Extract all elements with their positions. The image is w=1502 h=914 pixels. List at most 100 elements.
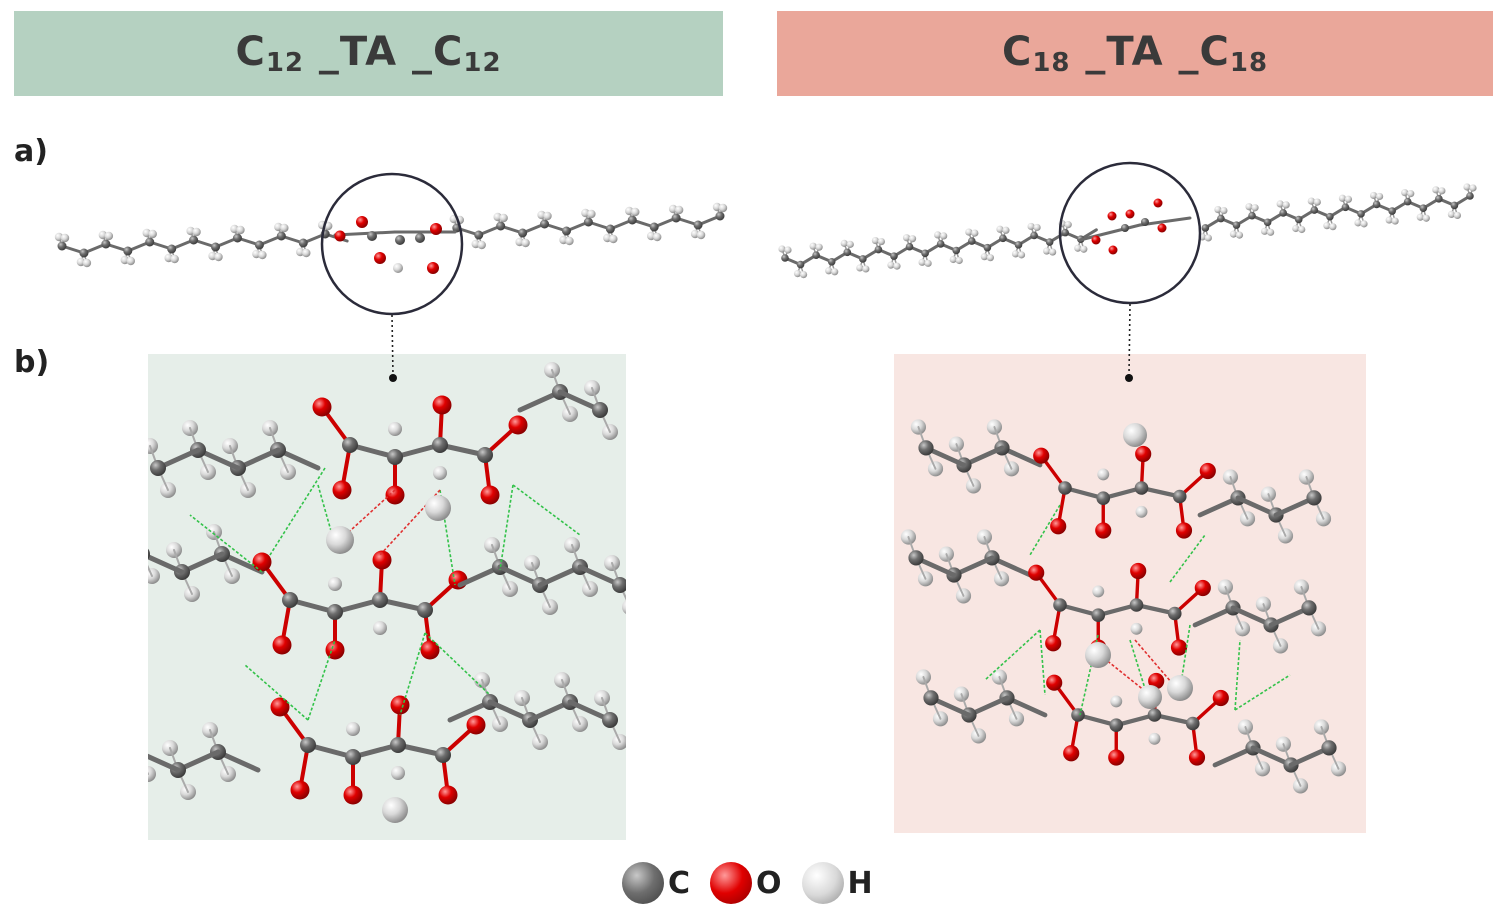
- carbon-atom: [211, 242, 221, 252]
- hydrogen-atom: [1307, 197, 1315, 205]
- legend-hydrogen: H: [801, 862, 873, 904]
- hydrogen-atom: [1438, 187, 1446, 195]
- legend-carbon-label: C: [668, 865, 691, 901]
- hydrogen-atom: [1313, 198, 1321, 206]
- hydrogen-atom: [1085, 642, 1111, 668]
- hydrogen-atom: [971, 229, 979, 237]
- carbon-atom: [693, 220, 703, 230]
- hydrogen-atom: [1369, 191, 1378, 200]
- carbon-atom: [812, 251, 820, 259]
- carbon-atom: [1263, 218, 1272, 227]
- oxygen-atom: [1194, 579, 1211, 597]
- bond: [1078, 223, 1142, 242]
- hydrogen-atom: [1375, 192, 1384, 201]
- hydrogen-atom: [631, 207, 640, 217]
- hydrogen-atom: [543, 211, 552, 221]
- oxygen-atom: [252, 552, 272, 572]
- carbon-atom: [150, 460, 166, 476]
- carbon-atom: [1388, 207, 1396, 215]
- hydrogen-atom: [236, 225, 245, 235]
- hydrogen-atom: [1011, 250, 1020, 258]
- carbon-atom: [905, 242, 914, 251]
- oxygen-atom: [270, 697, 290, 717]
- carbon-atom: [1403, 197, 1412, 206]
- hydrogen-atom: [148, 766, 156, 782]
- oxygen-atom: [1199, 462, 1216, 480]
- hydrogen-atom: [328, 577, 342, 591]
- hydrogen-atom: [587, 209, 596, 219]
- hydrogen-atom: [1385, 216, 1393, 224]
- label-b: b): [14, 345, 50, 380]
- carbon-atom: [1306, 490, 1322, 506]
- hydrogen-atom: [373, 621, 387, 635]
- carbon-atom: [1172, 489, 1187, 504]
- carbon-atom: [276, 231, 286, 241]
- hydrogen-atom: [809, 242, 817, 250]
- carbon-atom: [1121, 224, 1129, 232]
- bond: [148, 771, 149, 775]
- hydrogen-atom: [862, 265, 870, 273]
- hydrogen-bond: [244, 664, 309, 721]
- hydrogen-atom: [1329, 223, 1337, 231]
- hydrogen-atom: [1080, 245, 1088, 253]
- hydrogen-atom: [82, 258, 92, 268]
- hydrogen-atom: [986, 254, 994, 262]
- hydrogen-atom: [1407, 190, 1415, 198]
- oxygen-atom: [448, 570, 468, 590]
- oxygen-atom: [466, 715, 486, 735]
- carbon-atom: [1310, 206, 1319, 214]
- hydrogen-atom: [521, 238, 530, 248]
- oxygen-atom: [1170, 639, 1188, 656]
- carbon-atom: [999, 234, 1007, 243]
- oxygen-atom: [312, 397, 332, 417]
- hydrogen-atom: [1401, 189, 1409, 197]
- carbon-atom: [592, 402, 608, 418]
- oxygen-atom: [1148, 672, 1165, 690]
- carbon-atom: [1134, 481, 1149, 495]
- hydrogen-atom: [1276, 200, 1284, 208]
- carbon-atom: [918, 440, 934, 456]
- zoom-circle-left: [320, 172, 464, 316]
- hydrogen-atom: [425, 495, 451, 521]
- carbon-atom: [843, 248, 852, 257]
- carbon-atom: [923, 690, 939, 706]
- carbon-atom: [612, 577, 626, 593]
- hydrogen-atom: [1027, 222, 1035, 231]
- oxygen-atom: [1108, 245, 1118, 255]
- hydrogen-bond: [1134, 639, 1179, 691]
- carbon-atom: [1071, 708, 1085, 722]
- carbon-atom: [561, 226, 571, 236]
- hydrogen-atom: [1002, 226, 1010, 234]
- carbon-atom: [1091, 608, 1106, 622]
- hydrogen-atom: [148, 229, 157, 239]
- hydrogen-atom: [1110, 695, 1123, 708]
- carbon-atom: [781, 254, 789, 262]
- hydrogen-atom: [1469, 184, 1477, 192]
- carbon-atom: [432, 437, 448, 453]
- hydrogen-atom: [1033, 223, 1041, 232]
- hydrogen-atom: [1235, 231, 1244, 239]
- hydrogen-atom: [784, 246, 792, 254]
- carbon-atom: [1466, 192, 1474, 200]
- hydrogen-atom: [653, 232, 662, 242]
- carbon-atom: [1061, 228, 1070, 237]
- hydrogen-atom: [856, 264, 864, 272]
- oxygen-atom: [1212, 689, 1229, 707]
- hydrogen-bond: [1169, 534, 1206, 583]
- carbon-atom: [298, 238, 308, 248]
- carbon-atom: [148, 548, 150, 560]
- carbon-atom: [1301, 600, 1317, 616]
- hydrogen-atom: [1261, 227, 1269, 235]
- carbon-atom: [627, 215, 637, 225]
- hydrogen-bond: [1179, 624, 1191, 691]
- hydrogen-atom: [1123, 423, 1147, 447]
- carbon-atom: [123, 246, 133, 256]
- hydrogen-atom: [1344, 195, 1353, 203]
- carbon-atom: [908, 550, 924, 566]
- hydrogen-atom: [60, 233, 70, 243]
- hydrogen-atom: [1214, 205, 1222, 214]
- carbon-atom: [1326, 212, 1334, 221]
- hydrogen-atom: [609, 234, 618, 244]
- carbon-atom: [1030, 231, 1038, 240]
- carbon-atom: [167, 244, 177, 254]
